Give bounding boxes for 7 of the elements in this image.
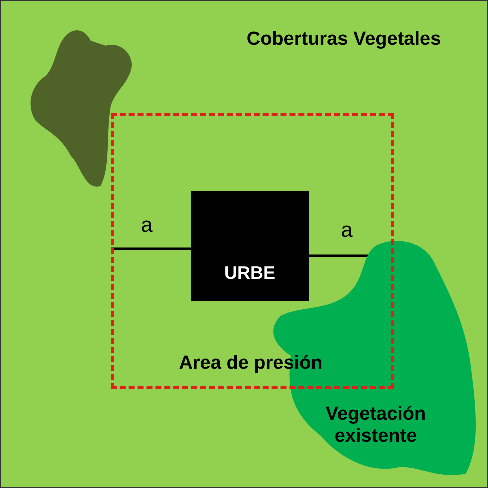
dimension-label: a xyxy=(340,219,354,244)
map-title: Coberturas Vegetales xyxy=(246,29,442,51)
dimension-label: a xyxy=(140,214,154,238)
pressure-area-outline xyxy=(111,113,394,389)
vegetation-label: Vegetación existente xyxy=(324,404,428,448)
block-label: URBE xyxy=(223,263,276,284)
urban-block xyxy=(191,191,309,301)
